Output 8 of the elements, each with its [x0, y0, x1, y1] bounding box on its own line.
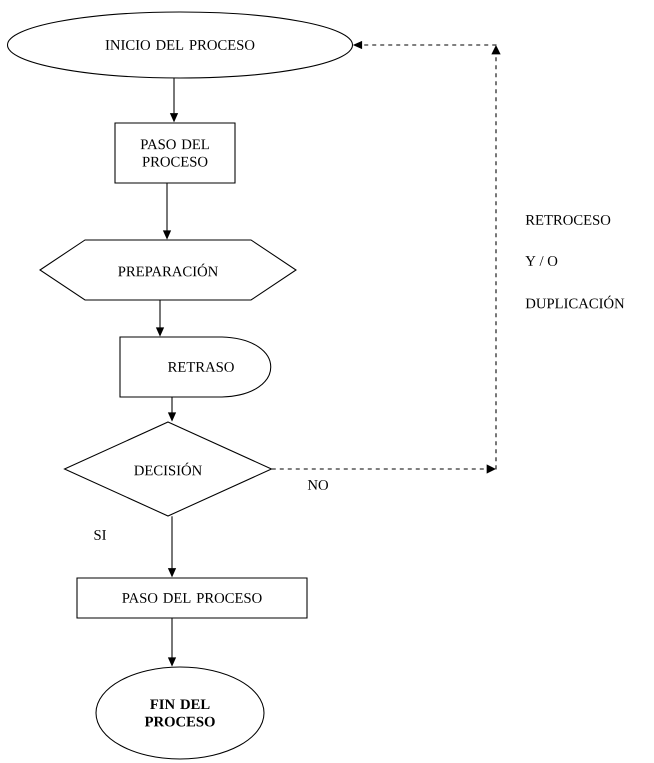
side-label: RETROCESO — [526, 215, 610, 225]
edge-label: NO — [308, 480, 328, 490]
side-label: Y / O — [525, 256, 558, 266]
edge-label: SI — [94, 530, 106, 540]
side-label: DUPLICACIÓN — [526, 296, 624, 308]
process-box: PASO DEL PROCESO — [114, 122, 236, 184]
preparation-hexagon: PREPARACIÓN — [39, 239, 297, 301]
process-box: PASO DEL PROCESO — [76, 577, 308, 619]
